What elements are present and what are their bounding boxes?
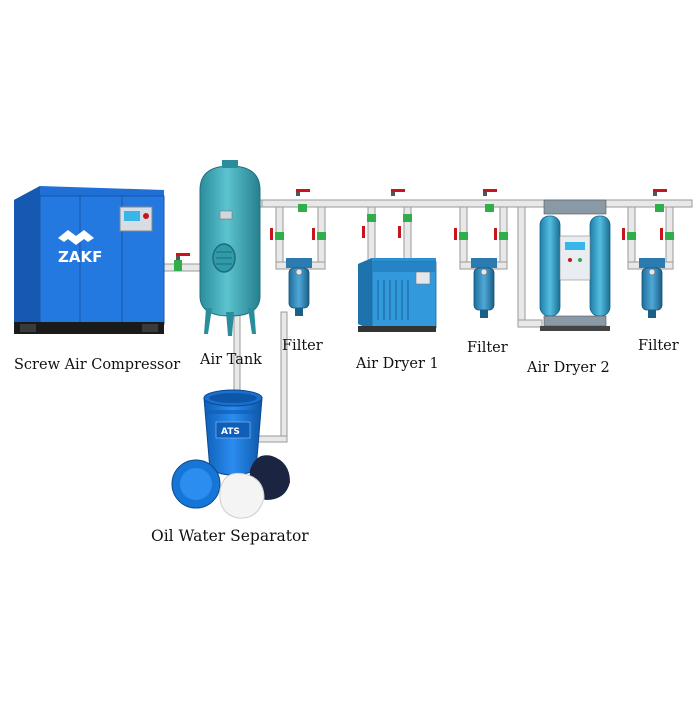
pipe-dryer2-bottom [517, 319, 543, 328]
pipe-main-header [261, 199, 693, 208]
dryer1-control-panel [415, 271, 431, 285]
fitting-green-3 [367, 214, 376, 222]
label-air-tank: Air Tank [200, 352, 262, 368]
valve-branch-4 [398, 226, 401, 238]
filter-1 [286, 258, 312, 316]
tank-pressure-gauge [219, 210, 233, 220]
valve-header-4 [653, 189, 667, 196]
separator-brand: ATS [221, 427, 240, 437]
valve-branch-7 [622, 228, 625, 240]
fitting-green-5 [459, 232, 468, 240]
label-air-dryer-1: Air Dryer 1 [356, 356, 439, 372]
pipe-filter-drain [280, 311, 288, 443]
valve-branch-2 [312, 228, 315, 240]
label-filter-3: Filter [638, 338, 679, 354]
fitting-green-8 [665, 232, 674, 240]
valve-branch-8 [660, 228, 663, 240]
valve-header-2 [391, 189, 405, 196]
oil-water-separator: ATS [171, 389, 290, 519]
compressor-brand: ZAKF [58, 248, 102, 266]
fitting-green-1 [275, 232, 284, 240]
fitting-green-7 [627, 232, 636, 240]
valve-header-1 [296, 189, 310, 196]
pipe-dryer2-left [517, 206, 526, 328]
valve-branch-6 [494, 228, 497, 240]
valve-compressor [174, 253, 190, 271]
label-screw-air-compressor: Screw Air Compressor [14, 357, 181, 373]
valves [174, 189, 674, 271]
label-filter-2: Filter [467, 340, 508, 356]
fitting-green-10 [485, 204, 494, 212]
label-oil-water-separator: Oil Water Separator [151, 527, 309, 545]
fitting-green-4 [403, 214, 412, 222]
filter-3 [639, 258, 665, 318]
compressor-logo-icon [58, 230, 94, 245]
air-tank [199, 160, 261, 336]
air-dryer-1 [358, 258, 437, 332]
screw-air-compressor: ZAKF [14, 186, 165, 334]
valve-branch-3 [362, 226, 365, 238]
fitting-green-11 [655, 204, 664, 212]
label-air-dryer-2: Air Dryer 2 [527, 360, 610, 376]
valve-branch-1 [270, 228, 273, 240]
fitting-green-6 [499, 232, 508, 240]
valve-branch-5 [454, 228, 457, 240]
valve-header-3 [483, 189, 497, 196]
fitting-green-9 [298, 204, 307, 212]
separator-filter-white [219, 472, 265, 519]
label-filter-1: Filter [282, 338, 323, 354]
fitting-green-2 [317, 232, 326, 240]
air-dryer-2 [539, 199, 611, 331]
filter-2 [471, 258, 497, 318]
